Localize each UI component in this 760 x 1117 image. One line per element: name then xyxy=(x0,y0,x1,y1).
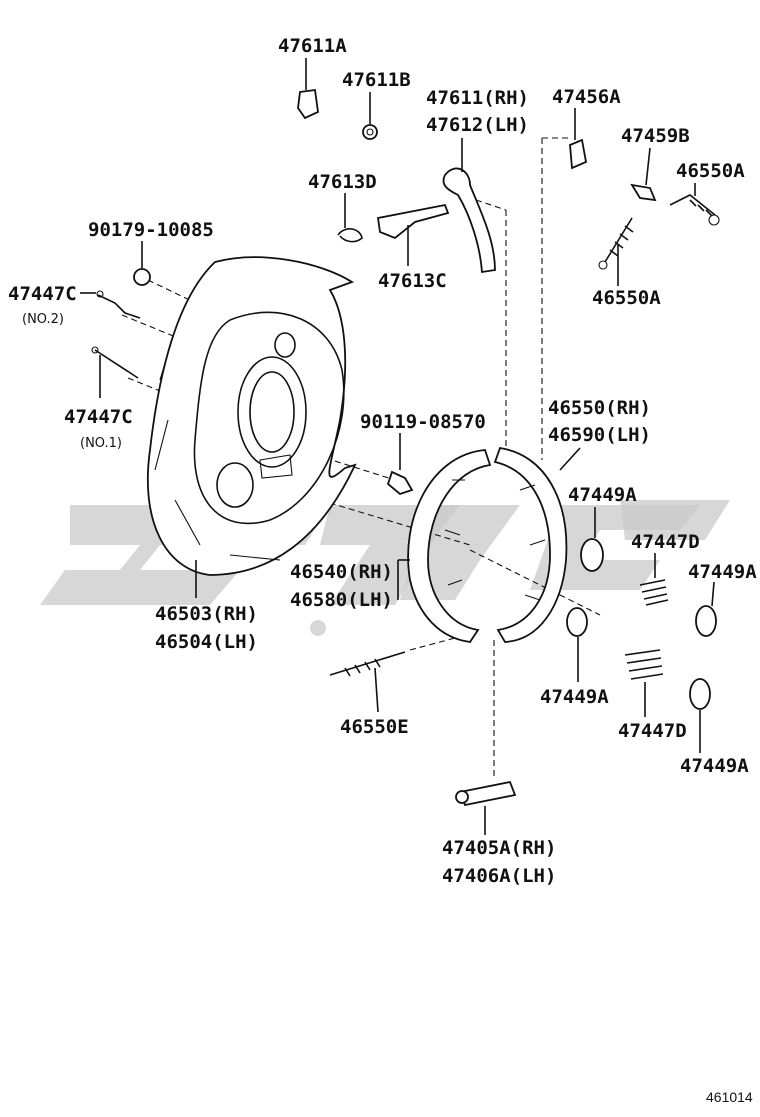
label-46590-lh[interactable]: 46590(LH) xyxy=(548,424,651,446)
clip-47611A-part xyxy=(297,88,319,120)
figure-number: 461014 xyxy=(706,1089,753,1105)
washer-47449A-1-part xyxy=(580,538,604,572)
clip-47456A-part xyxy=(569,138,588,170)
label-47613C[interactable]: 47613C xyxy=(378,270,447,292)
label-47611A[interactable]: 47611A xyxy=(278,35,347,57)
nut-90179-part xyxy=(133,268,151,286)
part-labels: 47611A 47611B 47611(RH) 47612(LH) 47456A… xyxy=(8,35,757,1105)
label-47611B[interactable]: 47611B xyxy=(342,69,411,91)
label-47447C-no2[interactable]: 47447C xyxy=(8,283,77,305)
label-47406A-lh[interactable]: 47406A(LH) xyxy=(442,865,556,887)
label-47447C-no1[interactable]: 47447C xyxy=(64,406,133,428)
label-47456A[interactable]: 47456A xyxy=(552,86,621,108)
label-47612-lh[interactable]: 47612(LH) xyxy=(426,114,529,136)
label-46504-lh[interactable]: 46504(LH) xyxy=(155,631,258,653)
bolt-47459B-part xyxy=(630,183,657,202)
label-90179-10085[interactable]: 90179-10085 xyxy=(88,219,214,241)
washer-47449A-3-part xyxy=(566,607,588,637)
lever-47611-part xyxy=(442,167,496,274)
label-47447D-2[interactable]: 47447D xyxy=(618,720,687,742)
label-47449A-2[interactable]: 47449A xyxy=(688,561,757,583)
spring-46550E-part xyxy=(329,651,406,677)
label-46503-rh[interactable]: 46503(RH) xyxy=(155,603,258,625)
label-46550A-mid[interactable]: 46550A xyxy=(592,287,661,309)
spring-47447D-2-part xyxy=(624,649,664,680)
label-46540-rh[interactable]: 46540(RH) xyxy=(290,561,393,583)
label-47449A-4[interactable]: 47449A xyxy=(680,755,749,777)
label-47449A-1[interactable]: 47449A xyxy=(568,484,637,506)
dashed-leaders xyxy=(121,137,601,780)
pin-47447C-no1-part xyxy=(94,349,139,379)
washer-47611B-part xyxy=(362,124,378,140)
label-no1: (NO.1) xyxy=(80,436,122,451)
label-no2: (NO.2) xyxy=(22,312,64,327)
label-90119-08570[interactable]: 90119-08570 xyxy=(360,411,486,433)
spring-47447D-1-part xyxy=(639,579,669,606)
spring-46550A-top-part xyxy=(669,194,716,217)
pin-47447C-no2-part xyxy=(97,294,141,319)
label-47405A-rh[interactable]: 47405A(RH) xyxy=(442,837,556,859)
spring-47613D-part xyxy=(337,228,363,243)
backing-plate xyxy=(146,256,357,576)
brake-shoe-assembly xyxy=(407,446,568,643)
label-46550E[interactable]: 46550E xyxy=(340,716,409,738)
adjuster-47405A-part xyxy=(458,780,517,807)
label-46550-rh[interactable]: 46550(RH) xyxy=(548,397,651,419)
label-47611-rh[interactable]: 47611(RH) xyxy=(426,87,529,109)
label-47613D[interactable]: 47613D xyxy=(308,171,377,193)
small-parts xyxy=(91,88,720,807)
strut-47613C-part xyxy=(376,203,450,240)
label-47449A-3[interactable]: 47449A xyxy=(540,686,609,708)
washer-47449A-2-part xyxy=(695,605,717,637)
label-47447D-1[interactable]: 47447D xyxy=(631,531,700,553)
label-46580-lh[interactable]: 46580(LH) xyxy=(290,589,393,611)
label-leaders xyxy=(80,58,715,835)
label-46550A-top[interactable]: 46550A xyxy=(676,160,745,182)
bolt-90119-part xyxy=(386,470,414,496)
washer-47449A-4-part xyxy=(689,678,711,710)
label-47459B[interactable]: 47459B xyxy=(621,125,690,147)
spring-46550A-mid-part xyxy=(604,217,634,263)
